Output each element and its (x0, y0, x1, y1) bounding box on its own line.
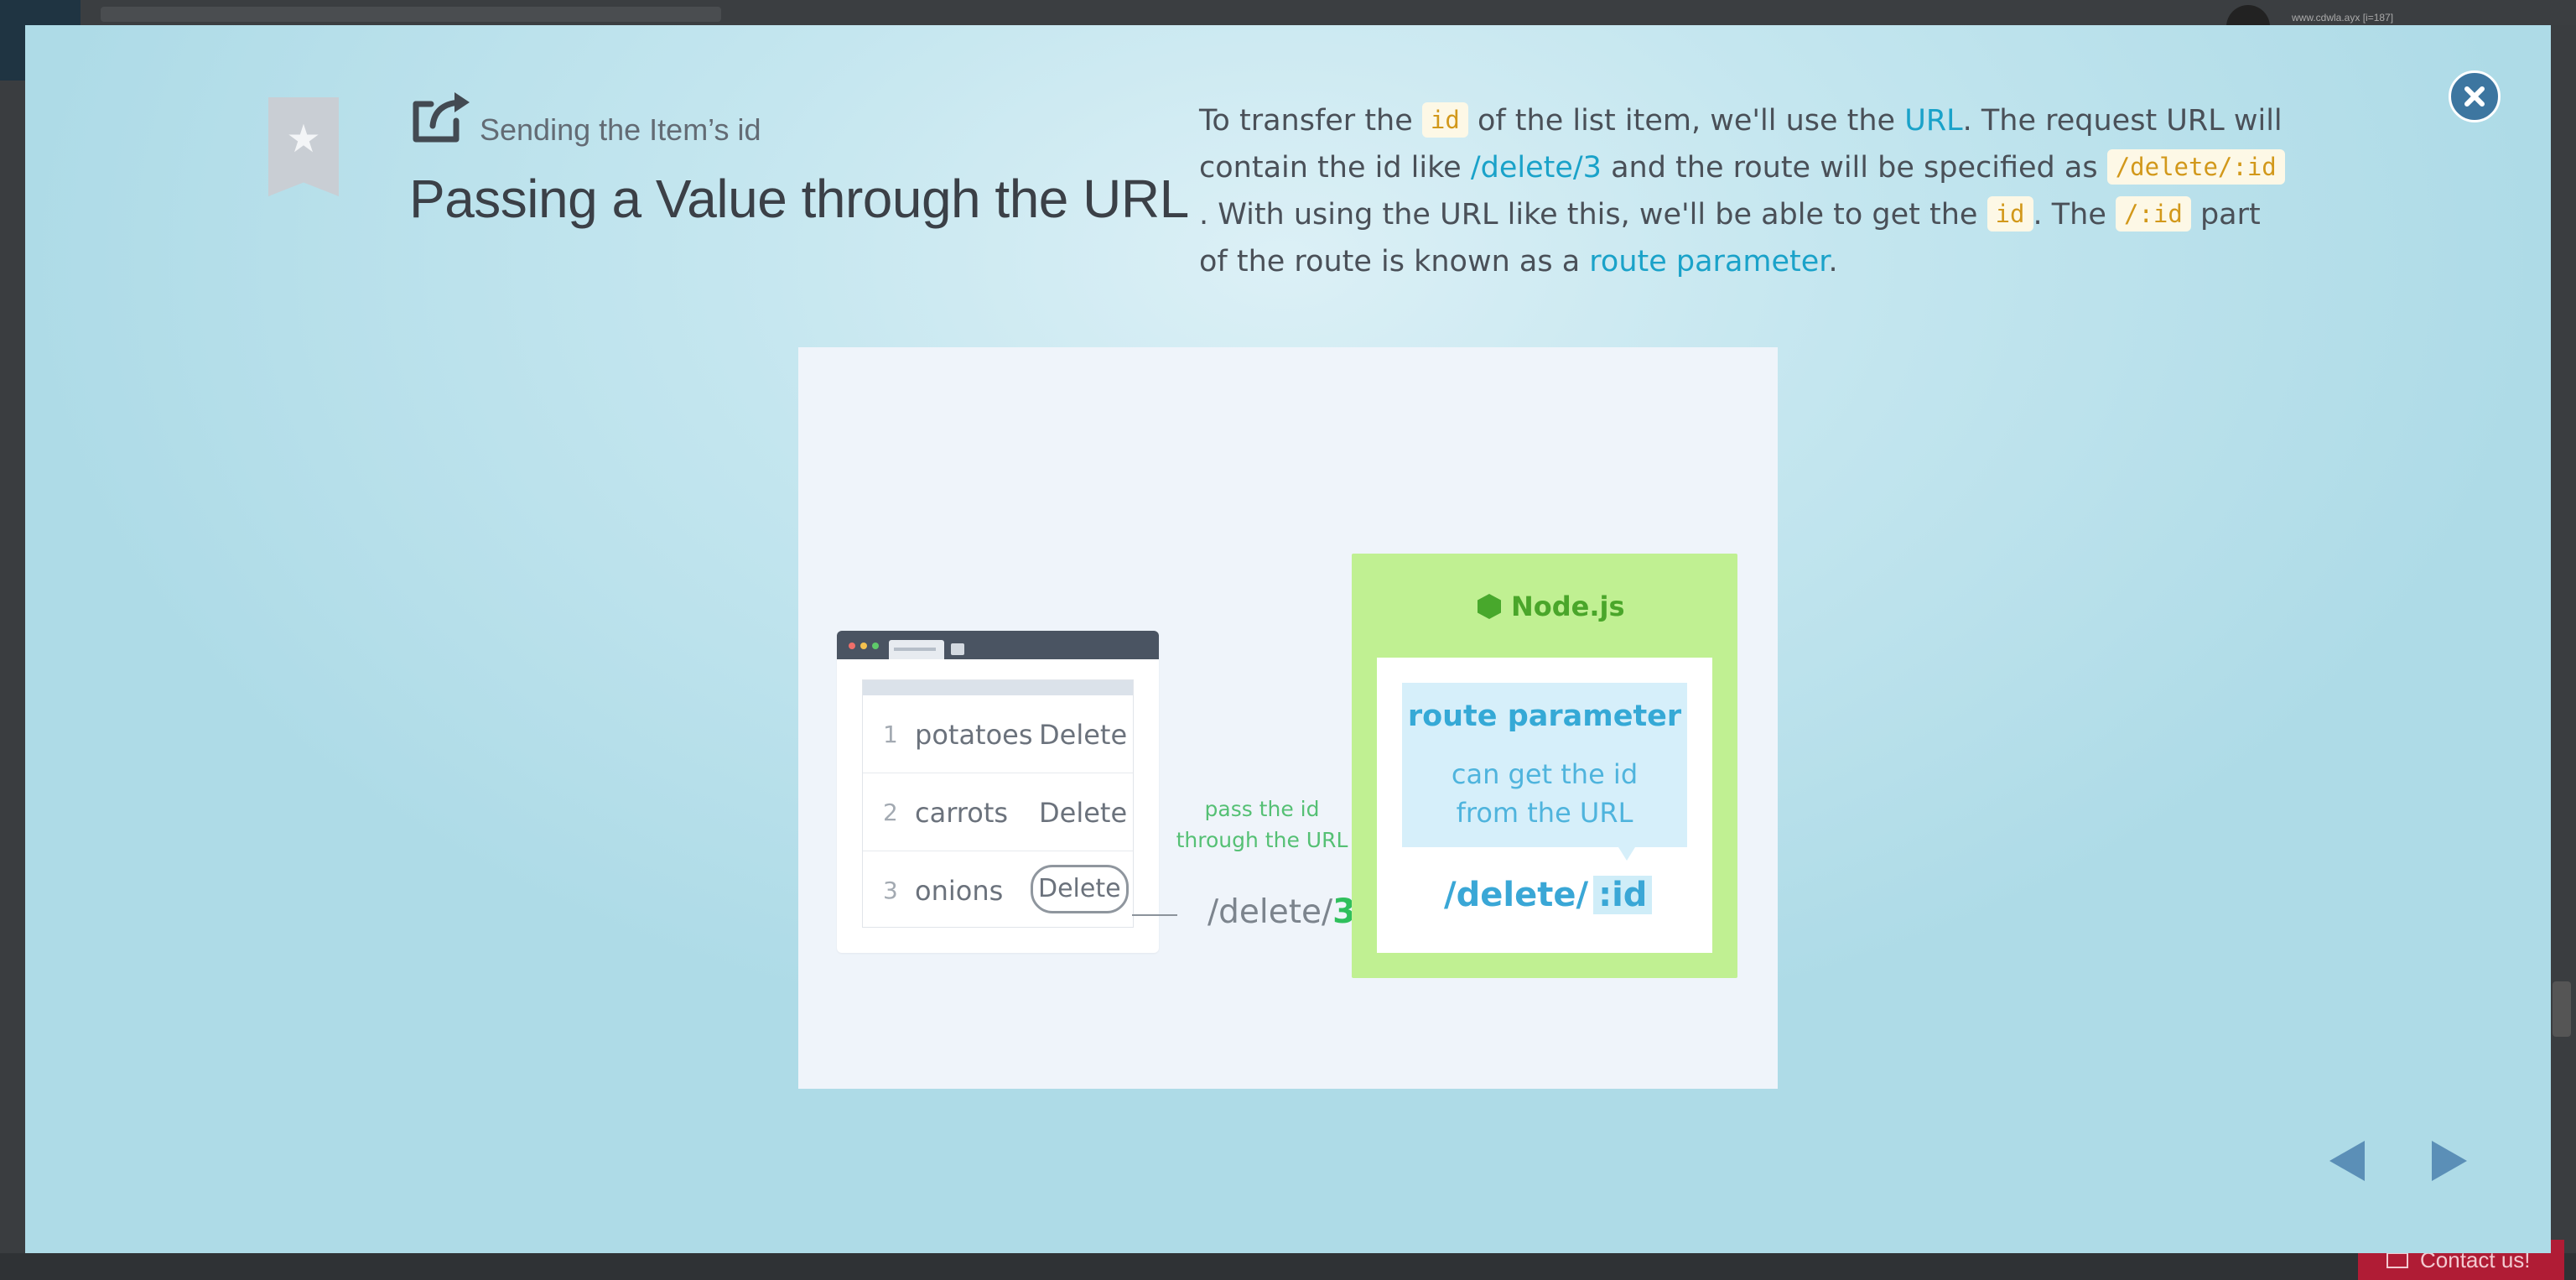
list-item: 2 carrots Delete (863, 773, 1133, 851)
route-param: :id (1593, 876, 1653, 914)
background-user-text: www.cdwla.ayx [i=187] (2292, 12, 2394, 23)
desc-text: . With using the URL like this, we'll be… (1199, 198, 1987, 232)
pass-label-line: pass the id (1204, 797, 1320, 821)
route-pattern: /delete/:id (1444, 876, 1653, 914)
list-header (863, 680, 1133, 695)
route-prefix: /delete/ (1444, 876, 1589, 914)
nodejs-box: Node.js route parameter can get the id f… (1352, 554, 1737, 978)
slide-modal: ★ Sending the Item’s id Passing a Value … (25, 25, 2551, 1253)
route-parameter-bubble: route parameter can get the id from the … (1402, 683, 1687, 861)
bookmark-button[interactable]: ★ (268, 97, 339, 196)
browser-window: 1 potatoes Delete 2 carrots Delete 3 oni… (837, 631, 1159, 953)
bubble-title: route parameter (1407, 700, 1682, 733)
desc-text: To transfer the (1199, 104, 1422, 138)
code-snippet: /:id (2116, 196, 2191, 232)
list-item: 3 onions Delete (863, 851, 1133, 929)
code-snippet: /delete/:id (2106, 149, 2285, 185)
code-snippet: id (1421, 102, 1468, 138)
nodejs-hexagon-icon (1478, 594, 1501, 619)
list-item: 1 potatoes Delete (863, 695, 1133, 773)
window-dot-green (872, 643, 879, 649)
window-dot-red (849, 643, 855, 649)
request-path: /delete/3 (1208, 892, 1356, 931)
bubble-line: from the URL (1456, 797, 1633, 829)
connector-line (1132, 914, 1177, 916)
close-icon (2464, 86, 2485, 107)
delete-label-highlighted: Delete (1031, 865, 1129, 913)
item-name: onions (915, 875, 1004, 907)
code-snippet: id (1987, 196, 2033, 232)
illustration-panel: 1 potatoes Delete 2 carrots Delete 3 oni… (798, 347, 1778, 1089)
pass-id-label: pass the id through the URL (1157, 793, 1367, 856)
item-number: 3 (883, 877, 898, 904)
slide-description: To transfer the id of the list item, we'… (1199, 97, 2289, 285)
browser-tab (889, 640, 944, 659)
item-name: potatoes (915, 719, 1033, 751)
nodejs-logo: Node.js (1478, 591, 1721, 622)
bubble-text: can get the id from the URL (1402, 755, 1687, 832)
link-url[interactable]: URL (1904, 104, 1963, 138)
desc-text: . (1828, 245, 1838, 278)
item-list: 1 potatoes Delete 2 carrots Delete 3 oni… (862, 679, 1134, 928)
desc-text: of the list item, we'll use the (1467, 104, 1905, 138)
pass-label-line: through the URL (1176, 828, 1348, 852)
background-scrollbar-thumb[interactable] (2553, 981, 2571, 1037)
slide-subtitle: Sending the Item’s id (480, 112, 761, 147)
envelope-icon (2386, 1252, 2408, 1268)
delete-label: Delete (1039, 797, 1128, 829)
background-address-field (101, 7, 721, 22)
close-button[interactable] (2449, 70, 2501, 122)
background-bottom-bar (0, 1253, 2576, 1280)
delete-label: Delete (1039, 719, 1128, 751)
link-delete-3[interactable]: /delete/3 (1470, 151, 1602, 185)
window-dot-yellow (860, 643, 867, 649)
server-panel: route parameter can get the id from the … (1377, 658, 1712, 953)
bookmark-star-icon: ★ (286, 116, 321, 161)
new-tab-icon (951, 643, 964, 655)
desc-text: part of the route is known as a (1199, 198, 2261, 278)
nodejs-label: Node.js (1511, 591, 1625, 622)
browser-title-bar (837, 631, 1159, 659)
desc-text: and the route will be specified as (1601, 151, 2107, 185)
desc-text: . The (2033, 198, 2116, 232)
item-number: 1 (883, 721, 898, 748)
external-link-icon (413, 92, 470, 143)
slide-title: Passing a Value through the URL (409, 169, 1189, 229)
desc-text: . The request URL will contain the id li… (1199, 104, 2283, 185)
link-route-parameter[interactable]: route parameter (1589, 245, 1829, 278)
next-slide-button[interactable] (2432, 1141, 2467, 1181)
item-number: 2 (883, 799, 898, 826)
item-name: carrots (915, 797, 1009, 829)
bubble-line: can get the id (1451, 758, 1639, 790)
previous-slide-button[interactable] (2329, 1141, 2365, 1181)
path-prefix: /delete/ (1208, 893, 1333, 931)
